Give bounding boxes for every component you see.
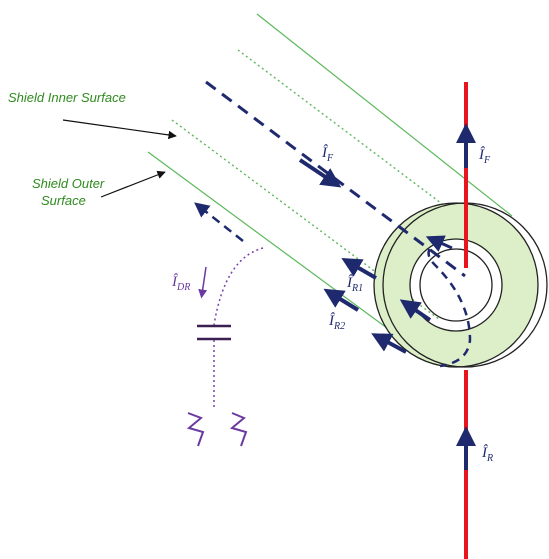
outer-return-arrow <box>371 333 407 354</box>
current-label-forward: ÎF <box>321 144 334 164</box>
ring-annulus <box>373 202 539 368</box>
current-r1-symbol: Î <box>346 274 353 291</box>
current-forward-wire-sub: F <box>483 155 491 166</box>
drain-curve <box>213 247 264 326</box>
drain-path <box>186 247 264 447</box>
dr-arrow <box>198 266 208 299</box>
shield-outer-surface-label-2: Surface <box>41 193 86 208</box>
return-current-arrows <box>194 202 472 368</box>
shield-lines <box>147 13 513 346</box>
ring-wrap-dashed-path <box>427 238 472 368</box>
current-r2-sub: R2 <box>333 321 345 332</box>
current-label-dr: ÎDR <box>171 273 190 293</box>
shield-outer-line-top <box>256 13 513 217</box>
dr-dashed-arrow <box>194 202 244 242</box>
svg-text:ÎR2: ÎR2 <box>328 312 345 332</box>
current-label-forward-wire: ÎF <box>478 146 491 166</box>
label-leaders <box>62 119 177 198</box>
svg-text:ÎR: ÎR <box>481 444 493 464</box>
svg-text:ÎF: ÎF <box>478 146 491 166</box>
shield-outer-surface-label: Shield Outer <box>32 176 105 191</box>
forward-arrow <box>298 158 342 188</box>
current-reverse-wire-symbol: Î <box>481 444 488 461</box>
outer-surface-leader <box>100 170 166 198</box>
r2-arrow <box>323 288 360 312</box>
svg-text:ÎR1: ÎR1 <box>346 274 363 294</box>
current-forward-wire-symbol: Î <box>478 146 485 163</box>
current-dr-symbol: Î <box>171 273 178 290</box>
current-r2-symbol: Î <box>328 312 335 329</box>
current-forward-sub: F <box>326 153 334 164</box>
current-dr-sub: DR <box>176 282 190 293</box>
ring-inner-arrow-up <box>425 235 453 252</box>
current-r1-sub: R1 <box>351 283 363 294</box>
current-label-r1: ÎR1 <box>346 274 363 294</box>
current-reverse-wire-sub: R <box>486 453 493 464</box>
inner-return-arrow <box>399 299 432 322</box>
inner-surface-leader <box>62 119 177 140</box>
svg-text:ÎDR: ÎDR <box>171 273 190 293</box>
ring-inner-hole <box>419 248 493 322</box>
r1-arrow <box>341 258 377 280</box>
current-label-reverse-wire: ÎR <box>481 444 493 464</box>
svg-text:ÎF: ÎF <box>321 144 334 164</box>
forward-current-path <box>205 80 466 278</box>
shield-inner-surface-label: Shield Inner Surface <box>8 90 126 105</box>
ground-symbol-icon <box>186 412 205 447</box>
shield-outer-line-bottom <box>147 151 411 346</box>
shield-inner-line-mid <box>171 119 441 321</box>
current-forward-symbol: Î <box>321 144 328 161</box>
ground-symbol-icon <box>229 412 248 447</box>
current-label-r2: ÎR2 <box>328 312 345 332</box>
